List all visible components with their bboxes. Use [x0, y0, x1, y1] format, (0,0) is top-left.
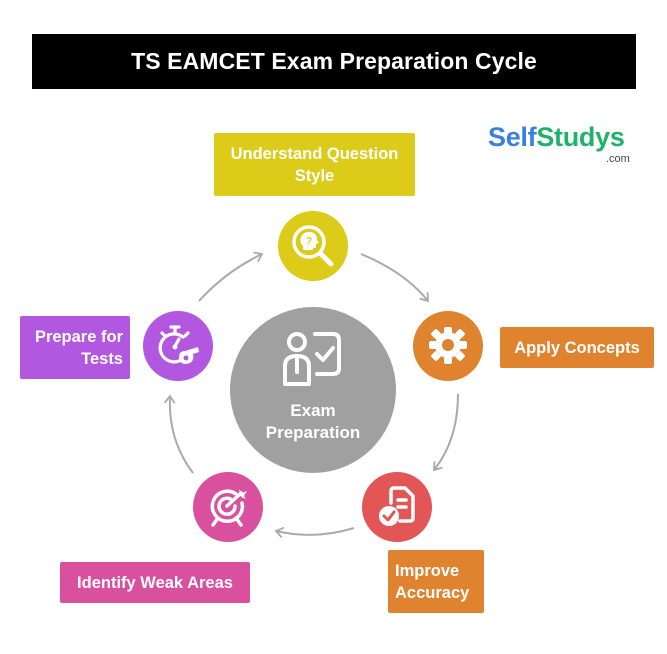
brand-studys: Studys [536, 122, 625, 152]
label-line1: Apply Concepts [514, 338, 640, 357]
center-label-line2: Preparation [265, 423, 361, 442]
step-node-prepare-for-tests [143, 311, 213, 381]
label-line1: Prepare for [34, 327, 123, 346]
arrow-step1-to-step2 [360, 253, 429, 303]
arrow-step2-to-step3 [433, 393, 459, 472]
center-label-line1: Exam [290, 401, 336, 420]
gear-icon [429, 327, 467, 364]
teacher-board-check-icon [283, 332, 341, 386]
brand-suffix: .com [606, 153, 630, 165]
label-line2: Tests [81, 349, 123, 368]
brand-wordmark: SelfStudys [488, 122, 638, 152]
target-arrow-icon [210, 489, 247, 527]
title-text: TS EAMCET Exam Preparation Cycle [131, 48, 537, 74]
step-label-identify-weak-areas: Identify Weak Areas [60, 562, 250, 603]
label-line1: Improve [395, 561, 460, 580]
label-line2: Style [294, 166, 335, 185]
label-line1: Identify Weak Areas [77, 573, 233, 592]
step-node-identify-weak-areas [193, 472, 263, 542]
brand-self: Self [488, 122, 537, 152]
arrow-step5-to-step1 [198, 251, 264, 302]
step-label-apply-concepts: Apply Concepts [500, 327, 654, 368]
step-label-improve-accuracy: Improve Accuracy [388, 550, 484, 613]
svg-text:?: ? [306, 236, 312, 247]
label-line2: Accuracy [395, 583, 470, 602]
diagram-title: TS EAMCET Exam Preparation Cycle [32, 34, 636, 89]
document-check-icon [379, 486, 415, 526]
arrow-step3-to-step4 [274, 526, 355, 539]
step-label-understand-question-style: Understand Question Style [214, 133, 415, 196]
step-node-improve-accuracy [362, 472, 432, 542]
center-node: Exam Preparation [230, 307, 396, 473]
step-node-apply-concepts [413, 311, 483, 381]
label-line1: Understand Question [230, 144, 399, 163]
step-node-understand-question-style: ? [278, 211, 348, 281]
head-question-magnifier-icon: ? [292, 225, 334, 267]
stopwatch-whistle-icon [158, 325, 199, 364]
brand-logo: SelfStudys .com [488, 122, 638, 165]
step-label-prepare-for-tests: Prepare for Tests [20, 316, 130, 379]
arrow-step4-to-step5 [163, 394, 194, 474]
